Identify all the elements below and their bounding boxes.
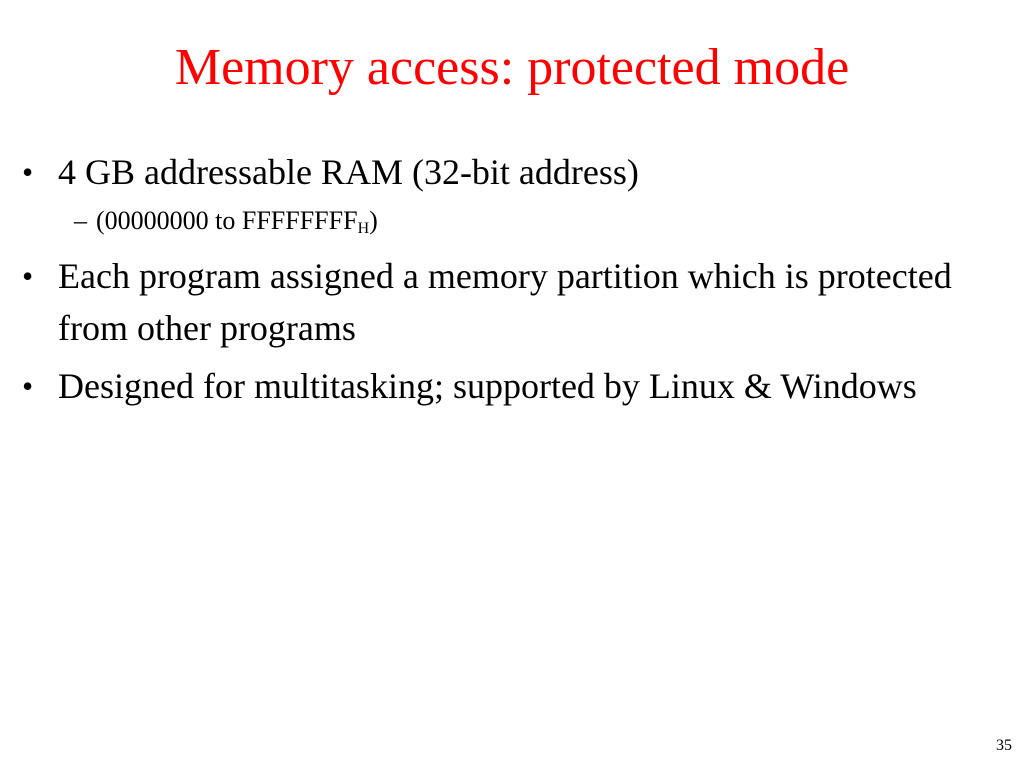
sub-bullet-subscript: H bbox=[357, 220, 370, 237]
bullet-icon: • bbox=[22, 154, 34, 190]
slide-body: • 4 GB addressable RAM (32-bit address) … bbox=[0, 146, 1024, 418]
bullet-text: Each program assigned a memory partition… bbox=[58, 256, 952, 348]
dash-icon: – bbox=[74, 206, 87, 235]
bullet-icon: • bbox=[22, 368, 34, 404]
bullet-text: 4 GB addressable RAM (32-bit address) bbox=[58, 152, 639, 192]
slide-title: Memory access: protected mode bbox=[174, 39, 850, 96]
sub-bullet-text: (00000000 to FFFFFFFF bbox=[96, 206, 358, 235]
bullet-item: • Each program assigned a memory partiti… bbox=[0, 250, 1008, 354]
page-number: 35 bbox=[996, 737, 1012, 754]
sub-bullet-item: – (00000000 to FFFFFFFFH) bbox=[0, 204, 976, 238]
bullet-text: Designed for multitasking; supported by … bbox=[58, 366, 917, 406]
sub-bullet-suffix: ) bbox=[369, 206, 378, 235]
bullet-icon: • bbox=[22, 258, 34, 294]
bullet-item: • 4 GB addressable RAM (32-bit address) bbox=[0, 146, 1008, 198]
bullet-item: • Designed for multitasking; supported b… bbox=[0, 360, 1008, 412]
